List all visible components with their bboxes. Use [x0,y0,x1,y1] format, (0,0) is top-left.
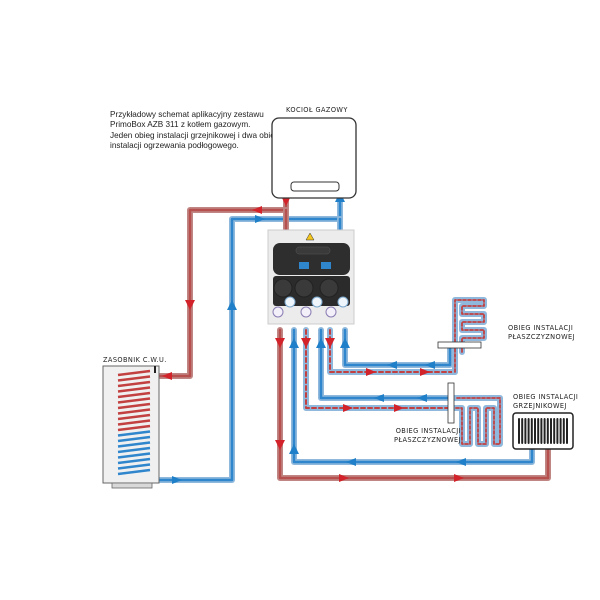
flow-arrow-blue [316,338,326,348]
pump [294,278,314,298]
radiator [512,412,574,450]
flow-arrow-red [454,474,464,482]
radiator-fin [530,418,533,444]
radiator-fin [566,418,568,444]
radiator-fin [553,418,556,444]
flow-arrow-blue [289,444,299,454]
flow-arrow-red [325,338,335,348]
flow-arrow-red [420,368,430,376]
pipe-boiler-supply-to-tank [157,195,289,379]
label-line: PŁASZCZYZNOWEJ [394,436,461,444]
flow-arrow-blue [340,338,350,348]
warning-icon [305,232,315,241]
flow-arrow-blue [227,300,237,310]
radiator-fin [534,418,536,444]
gauge [337,296,349,308]
tank-label: ZASOBNIK C.W.U. [103,356,167,364]
gauge [300,306,312,318]
label-line: OBIEG INSTALACJI [395,427,461,435]
gauge [325,306,337,318]
radiator-fin [540,418,543,444]
flow-arrow-blue [425,361,435,369]
flow-arrow-red [162,372,172,380]
floor1-coil [452,297,487,375]
primobox-module [267,229,355,325]
coil-turn [117,468,151,476]
radiator-fin [559,418,562,444]
coil-turn [117,441,151,448]
coil-turn [117,452,151,459]
flow-arrow-red [252,206,262,214]
floor-circuit-1-label: OBIEG INSTALACJI PŁASZCZYZNOWEJ [508,324,575,342]
flow-arrow-blue [255,215,265,223]
gauge [311,296,323,308]
label-line: OBIEG INSTALACJI [508,324,574,332]
tank-coil [117,369,151,476]
radiator-fin [518,418,520,444]
gauge [272,306,284,318]
coil-turn [117,402,151,410]
hot-water-tank [102,365,160,489]
radiator-fin [543,418,546,444]
flow-arrow-red [275,338,285,348]
coil-turn [117,413,151,421]
radiator-circuit-label: OBIEG INSTALACJI GRZEJNIKOWEJ [513,393,578,411]
pump [273,278,293,298]
flow-arrow-red [185,300,195,310]
coil-turn [117,457,151,465]
floor-circuit-2-label: OBIEG INSTALACJI PŁASZCZYZNOWEJ [394,427,461,445]
coil-turn [117,435,151,443]
pipe-floor1-return [342,327,453,368]
radiator-fin [556,418,559,444]
flow-arrow-blue [289,338,299,348]
coil-turn [117,380,151,388]
coil-turn [117,430,151,437]
flow-arrow-blue [172,476,182,484]
radiator-fin [562,418,565,444]
description-line: PrimoBox AZB 311 z kotłem gazowym. [110,120,251,130]
radiator-fin [546,418,549,444]
flow-arrow-blue [387,361,397,369]
coil-turn [117,375,151,382]
description-line: Jeden obieg instalacji grzejnikowej i dw… [110,130,282,140]
flow-arrow-blue [374,394,384,402]
description-line: instalacji ogrzewania podłogowego. [110,141,239,151]
radiator-fin [550,418,552,444]
coil-turn [117,386,151,393]
coil-turn [117,446,151,454]
gauge [284,296,296,308]
radiator-fin [527,418,530,444]
coil-turn [117,408,151,415]
label-line: OBIEG INSTALACJI [513,393,579,401]
flow-arrow-red [343,404,353,412]
coil-turn [117,419,151,426]
manifold-floor1 [437,341,482,349]
radiator-fin [537,418,540,444]
flow-arrow-blue [456,458,466,466]
coil-turn [117,424,151,432]
radiator-fin [524,418,527,444]
manifold-floor2 [447,382,455,424]
flow-arrow-red [275,440,285,450]
coil-turn [117,463,151,470]
description-line: Przykładowy schemat aplikacyjny zestawu [110,110,264,119]
gas-boiler [271,117,357,199]
radiator-fin [521,418,524,444]
coil-turn [117,369,151,377]
pump [319,278,339,298]
coil-turn [117,397,151,404]
boiler-label: KOCIOŁ GAZOWY [286,106,348,114]
flow-arrow-red [366,368,376,376]
label-line: GRZEJNIKOWEJ [513,402,567,410]
label-line: PŁASZCZYZNOWEJ [508,333,575,341]
coil-turn [117,391,151,399]
description-text: Przykładowy schemat aplikacyjny zestawu … [110,110,310,152]
flow-arrow-blue [346,458,356,466]
flow-arrow-red [394,404,404,412]
flow-arrow-red [339,474,349,482]
flow-arrow-red [301,338,311,348]
flow-arrow-blue [417,394,427,402]
